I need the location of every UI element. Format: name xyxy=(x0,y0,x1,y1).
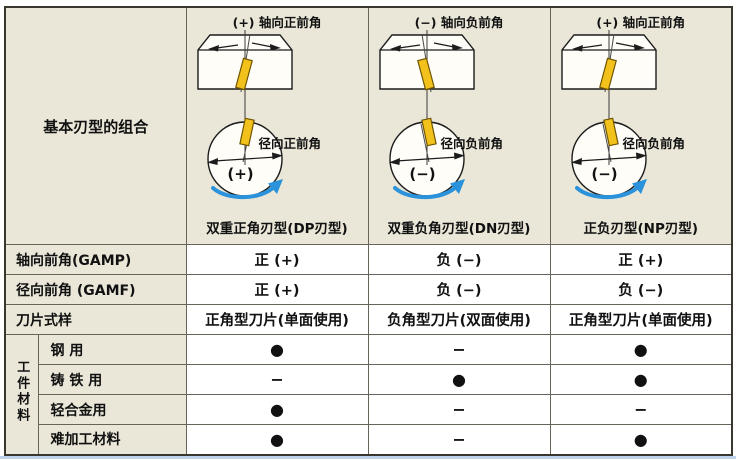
radial-rake-dn-value: 负 (−) xyxy=(367,274,551,305)
diagram-cell-np: (+) 轴向正前角 径向负前角 (−) 正负刃型(NP刃型) xyxy=(549,6,733,245)
insert-style-dn-value: 负角型刀片(双面使用) xyxy=(367,304,551,335)
cast-iron-dp-mark: − xyxy=(185,364,369,395)
table-row-axial-rake: 轴向前角(GAMP) 正 (+) 负 (−) 正 (+) xyxy=(4,244,733,275)
radial-rake-dp-value: 正 (+) xyxy=(185,274,369,305)
blade-type-table-frame: 基本刃型的组合 xyxy=(4,6,734,456)
axial-rake-dn-value: 负 (−) xyxy=(367,244,551,275)
cast-iron-dn-mark: ● xyxy=(367,364,551,395)
diagram-cell-dn: (−) 轴向负前角 径向负前角 (−) 双重负角刃型(DN刃型) xyxy=(367,6,551,245)
dn-caption: 双重负角刃型(DN刃型) xyxy=(387,221,531,237)
steel-dn-mark: − xyxy=(367,334,551,365)
blade-type-combination-table: 基本刃型的组合 xyxy=(4,6,734,456)
steel-row-label: 钢 用 xyxy=(37,334,187,365)
dp-axial-rake-label: (+) 轴向正前角 xyxy=(232,15,322,30)
insert-style-np-value: 正角型刀片(单面使用) xyxy=(549,304,733,335)
dp-radial-rake-label: 径向正前角 xyxy=(258,136,322,151)
table-row-cast-iron: 铸 铁 用 − ● ● xyxy=(5,364,733,395)
difficult-materials-dp-mark: ● xyxy=(185,424,369,455)
bottom-accent-line xyxy=(0,456,736,459)
light-alloy-dn-mark: − xyxy=(367,394,551,425)
dn-radial-rake-label: 径向负前角 xyxy=(440,136,504,151)
np-axial-rake-label: (+) 轴向正前角 xyxy=(596,15,686,30)
dn-axial-rake-label: (−) 轴向负前角 xyxy=(414,15,504,30)
dp-rotation-sign: (+) xyxy=(227,165,254,183)
light-alloy-row-label: 轻合金用 xyxy=(37,394,187,425)
table-row-steel: 工件材料 钢 用 ● − ● xyxy=(4,334,733,455)
cast-iron-np-mark: ● xyxy=(549,364,733,395)
axial-rake-np-value: 正 (+) xyxy=(549,244,733,275)
table-row-radial-rake: 径向前角 (GAMF) 正 (+) 负 (−) 负 (−) xyxy=(4,274,733,305)
table-row-difficult-materials: 难加工材料 ● − ● xyxy=(5,424,733,455)
table-header-row: 基本刃型的组合 xyxy=(4,6,733,245)
dp-caption: 双重正角刃型(DP刃型) xyxy=(206,221,348,237)
steel-np-mark: ● xyxy=(549,334,733,365)
insert-style-row-label: 刀片式样 xyxy=(4,304,187,335)
light-alloy-dp-mark: ● xyxy=(185,394,369,425)
table-row-insert-style: 刀片式样 正角型刀片(单面使用) 负角型刀片(双面使用) 正角型刀片(单面使用) xyxy=(4,304,733,335)
light-alloy-np-mark: − xyxy=(549,394,733,425)
difficult-materials-row-label: 难加工材料 xyxy=(37,424,187,455)
radial-rake-row-label: 径向前角 (GAMF) xyxy=(4,274,187,305)
table-row-light-alloy: 轻合金用 ● − − xyxy=(5,394,733,425)
difficult-materials-dn-mark: − xyxy=(367,424,551,455)
cast-iron-row-label: 铸 铁 用 xyxy=(37,364,187,395)
diagram-cell-dp: (+) 轴向正前角 径向正前角 (+) 双重正角刃型(DP刃型) xyxy=(185,6,369,245)
np-radial-rake-label: 径向负前角 xyxy=(622,136,686,151)
steel-dp-mark: ● xyxy=(185,334,369,365)
insert-style-dp-value: 正角型刀片(单面使用) xyxy=(185,304,369,335)
workpiece-material-group-cell: 工件材料 xyxy=(4,334,39,455)
difficult-materials-np-mark: ● xyxy=(549,424,733,455)
combo-header-cell: 基本刃型的组合 xyxy=(4,6,187,245)
axial-rake-row-label: 轴向前角(GAMP) xyxy=(4,244,187,275)
np-blade-diagram: (+) 轴向正前角 径向负前角 (−) xyxy=(551,8,731,210)
dp-blade-diagram: (+) 轴向正前角 径向正前角 (+) xyxy=(187,8,367,210)
workpiece-material-group-label: 工件材料 xyxy=(14,360,30,425)
dn-rotation-sign: (−) xyxy=(409,165,436,183)
np-rotation-sign: (−) xyxy=(591,165,618,183)
axial-rake-dp-value: 正 (+) xyxy=(185,244,369,275)
dn-blade-diagram: (−) 轴向负前角 径向负前角 (−) xyxy=(369,8,549,210)
radial-rake-np-value: 负 (−) xyxy=(549,274,733,305)
np-caption: 正负刃型(NP刃型) xyxy=(583,221,699,237)
